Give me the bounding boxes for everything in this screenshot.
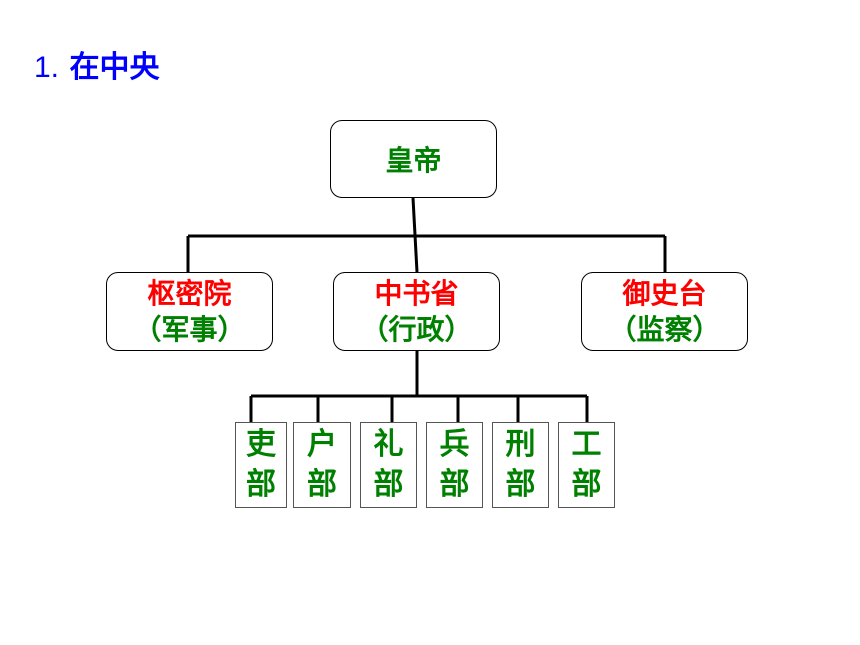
- node-ministry-2-line2: 部: [307, 467, 337, 502]
- node-ministry-1-line2: 部: [246, 467, 276, 502]
- node-office-3-role: （监察）: [608, 312, 721, 346]
- node-ministry-3-line1: 礼: [373, 427, 404, 462]
- section-title: 在中央: [69, 50, 160, 85]
- node-office-3: 御史台 （监察）: [581, 272, 748, 351]
- node-office-1-name: 枢密院: [147, 276, 232, 310]
- node-ministry-4-line2: 部: [439, 467, 470, 502]
- node-emperor-label: 皇帝: [385, 144, 442, 177]
- node-office-2-role: （行政）: [360, 312, 473, 346]
- node-ministry-4: 兵 部: [426, 422, 483, 508]
- node-ministry-5-line1: 刑: [505, 427, 536, 462]
- node-ministry-5: 刑 部: [492, 422, 549, 508]
- node-ministry-2-line1: 户: [307, 427, 337, 462]
- node-ministry-3-line2: 部: [373, 467, 404, 502]
- page-title: 1. 在中央: [34, 42, 159, 86]
- node-ministry-6-line1: 工: [571, 427, 602, 462]
- node-office-2: 中书省 （行政）: [333, 272, 500, 351]
- section-number: 1.: [34, 51, 60, 84]
- node-ministry-2: 户 部: [293, 422, 351, 508]
- node-office-2-name: 中书省: [374, 276, 459, 310]
- node-office-3-name: 御史台: [622, 276, 707, 310]
- node-ministry-4-line1: 兵: [439, 427, 470, 462]
- node-ministry-6-line2: 部: [571, 467, 602, 502]
- node-ministry-5-line2: 部: [505, 467, 536, 502]
- node-office-1-role: （军事）: [133, 312, 246, 346]
- node-emperor: 皇帝: [330, 120, 497, 198]
- node-office-1: 枢密院 （军事）: [106, 272, 273, 351]
- node-ministry-1: 吏 部: [235, 422, 287, 508]
- node-ministry-3: 礼 部: [360, 422, 417, 508]
- node-ministry-6: 工 部: [558, 422, 615, 508]
- node-ministry-1-line1: 吏: [246, 427, 276, 462]
